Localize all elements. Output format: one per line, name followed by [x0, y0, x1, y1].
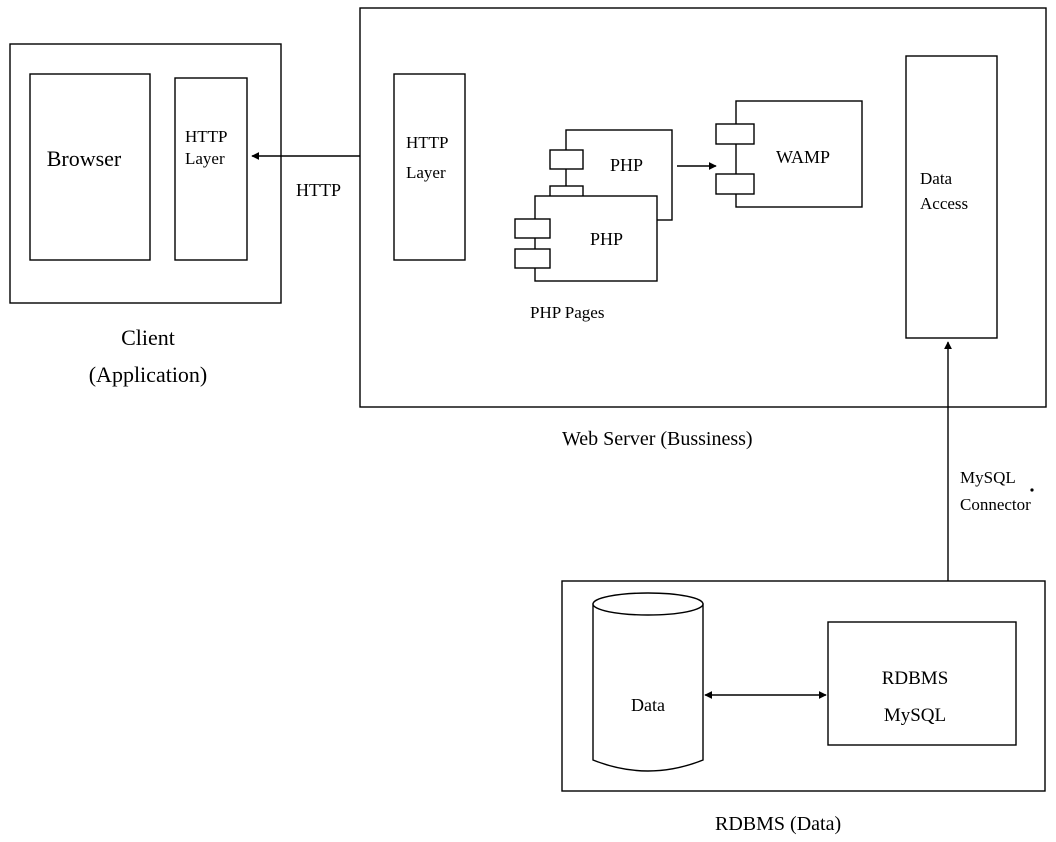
- server-http-layer-label-line2: Layer: [406, 163, 446, 182]
- browser-box: [29, 73, 151, 261]
- data-access-label-line2: Access: [920, 194, 968, 213]
- php-back-label: PHP: [610, 155, 643, 175]
- wamp-component: [715, 100, 863, 208]
- mysql-connector-label-line2: Connector: [960, 495, 1031, 514]
- client-http-layer-box: [174, 77, 248, 261]
- client-http-layer-label-line1: HTTP: [185, 127, 228, 146]
- php-pages-label: PHP Pages: [530, 303, 604, 322]
- web-server-caption: Web Server (Bussiness): [562, 428, 753, 450]
- browser-label: Browser: [47, 146, 122, 171]
- wamp-label: WAMP: [776, 147, 830, 167]
- connector-dot: [1030, 488, 1034, 492]
- rdbms-caption: RDBMS (Data): [715, 813, 841, 835]
- data-store-label: Data: [631, 695, 665, 715]
- server-http-layer-box: [393, 73, 466, 261]
- client-caption-line2: (Application): [89, 362, 208, 387]
- server-http-layer-label-line1: HTTP: [406, 133, 449, 152]
- rdbms-engine-label-line2: MySQL: [884, 705, 946, 726]
- rdbms-engine-box: [827, 621, 1017, 746]
- client-http-layer-label-line2: Layer: [185, 149, 225, 168]
- mysql-connector-label-line1: MySQL: [960, 468, 1016, 487]
- php-component-front: [514, 195, 658, 282]
- data-access-box: [905, 55, 998, 339]
- php-front-label: PHP: [590, 229, 623, 249]
- data-cylinder: [592, 592, 704, 772]
- client-caption-line1: Client: [121, 325, 175, 350]
- data-access-label-line1: Data: [920, 169, 953, 188]
- rdbms-engine-label-line1: RDBMS: [882, 668, 949, 689]
- http-connection-label: HTTP: [296, 180, 341, 200]
